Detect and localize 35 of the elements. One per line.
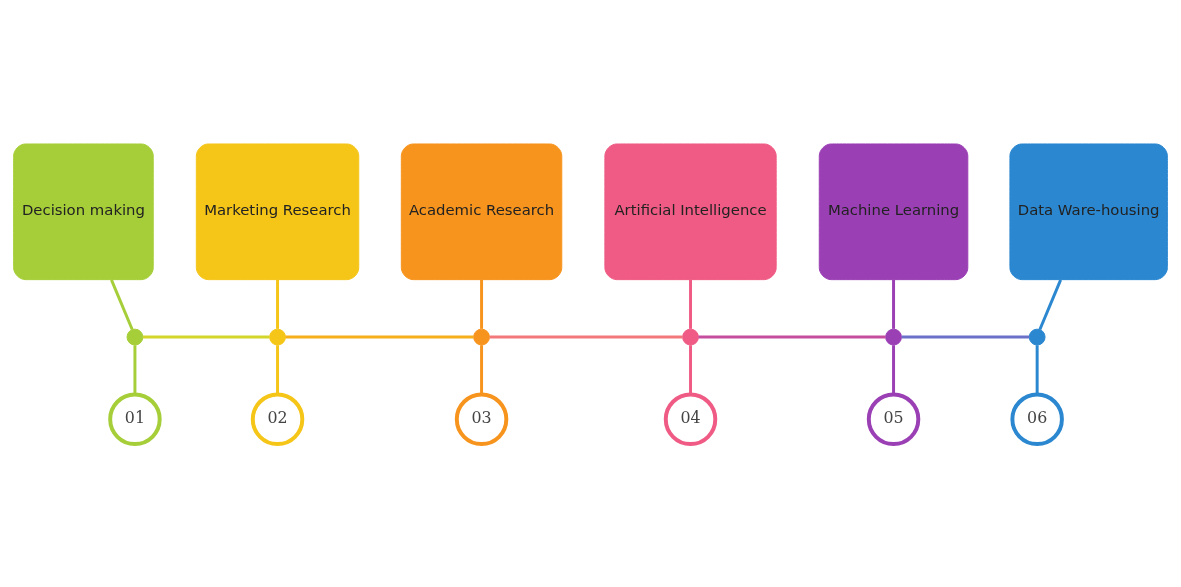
node-circle: 06 (1010, 392, 1064, 446)
node-circle (682, 328, 699, 345)
connector (901, 335, 1030, 339)
connector (480, 344, 484, 394)
node-box: Machine Learning (818, 142, 969, 280)
connector (1038, 278, 1062, 330)
connector (1035, 344, 1039, 394)
connector (276, 279, 280, 329)
node-box: Decision making (13, 142, 154, 280)
node-circle: 03 (454, 392, 509, 446)
node-circle: 02 (250, 392, 305, 446)
connector (276, 344, 280, 394)
connector (689, 279, 692, 329)
connector (892, 279, 896, 329)
connector (698, 335, 886, 339)
node-box: Artificial Intelligence (604, 142, 777, 280)
connector (285, 335, 474, 339)
connector (892, 344, 896, 394)
node-circle (1028, 328, 1046, 345)
node-circle: 05 (866, 392, 921, 446)
node-circle: 04 (663, 392, 718, 446)
node-circle: 01 (108, 392, 162, 446)
connector (480, 279, 484, 329)
connector (689, 344, 692, 394)
node-circle (126, 328, 144, 345)
connector (143, 335, 270, 339)
connector (110, 278, 134, 330)
node-circle (473, 328, 490, 345)
node-box: Marketing Research (195, 142, 360, 280)
node-box: Data Ware-housing (1009, 142, 1168, 280)
connector (489, 335, 683, 339)
connector (133, 344, 137, 394)
node-circle (885, 328, 902, 345)
node-circle (269, 328, 286, 345)
node-box: Academic Research (400, 142, 563, 280)
